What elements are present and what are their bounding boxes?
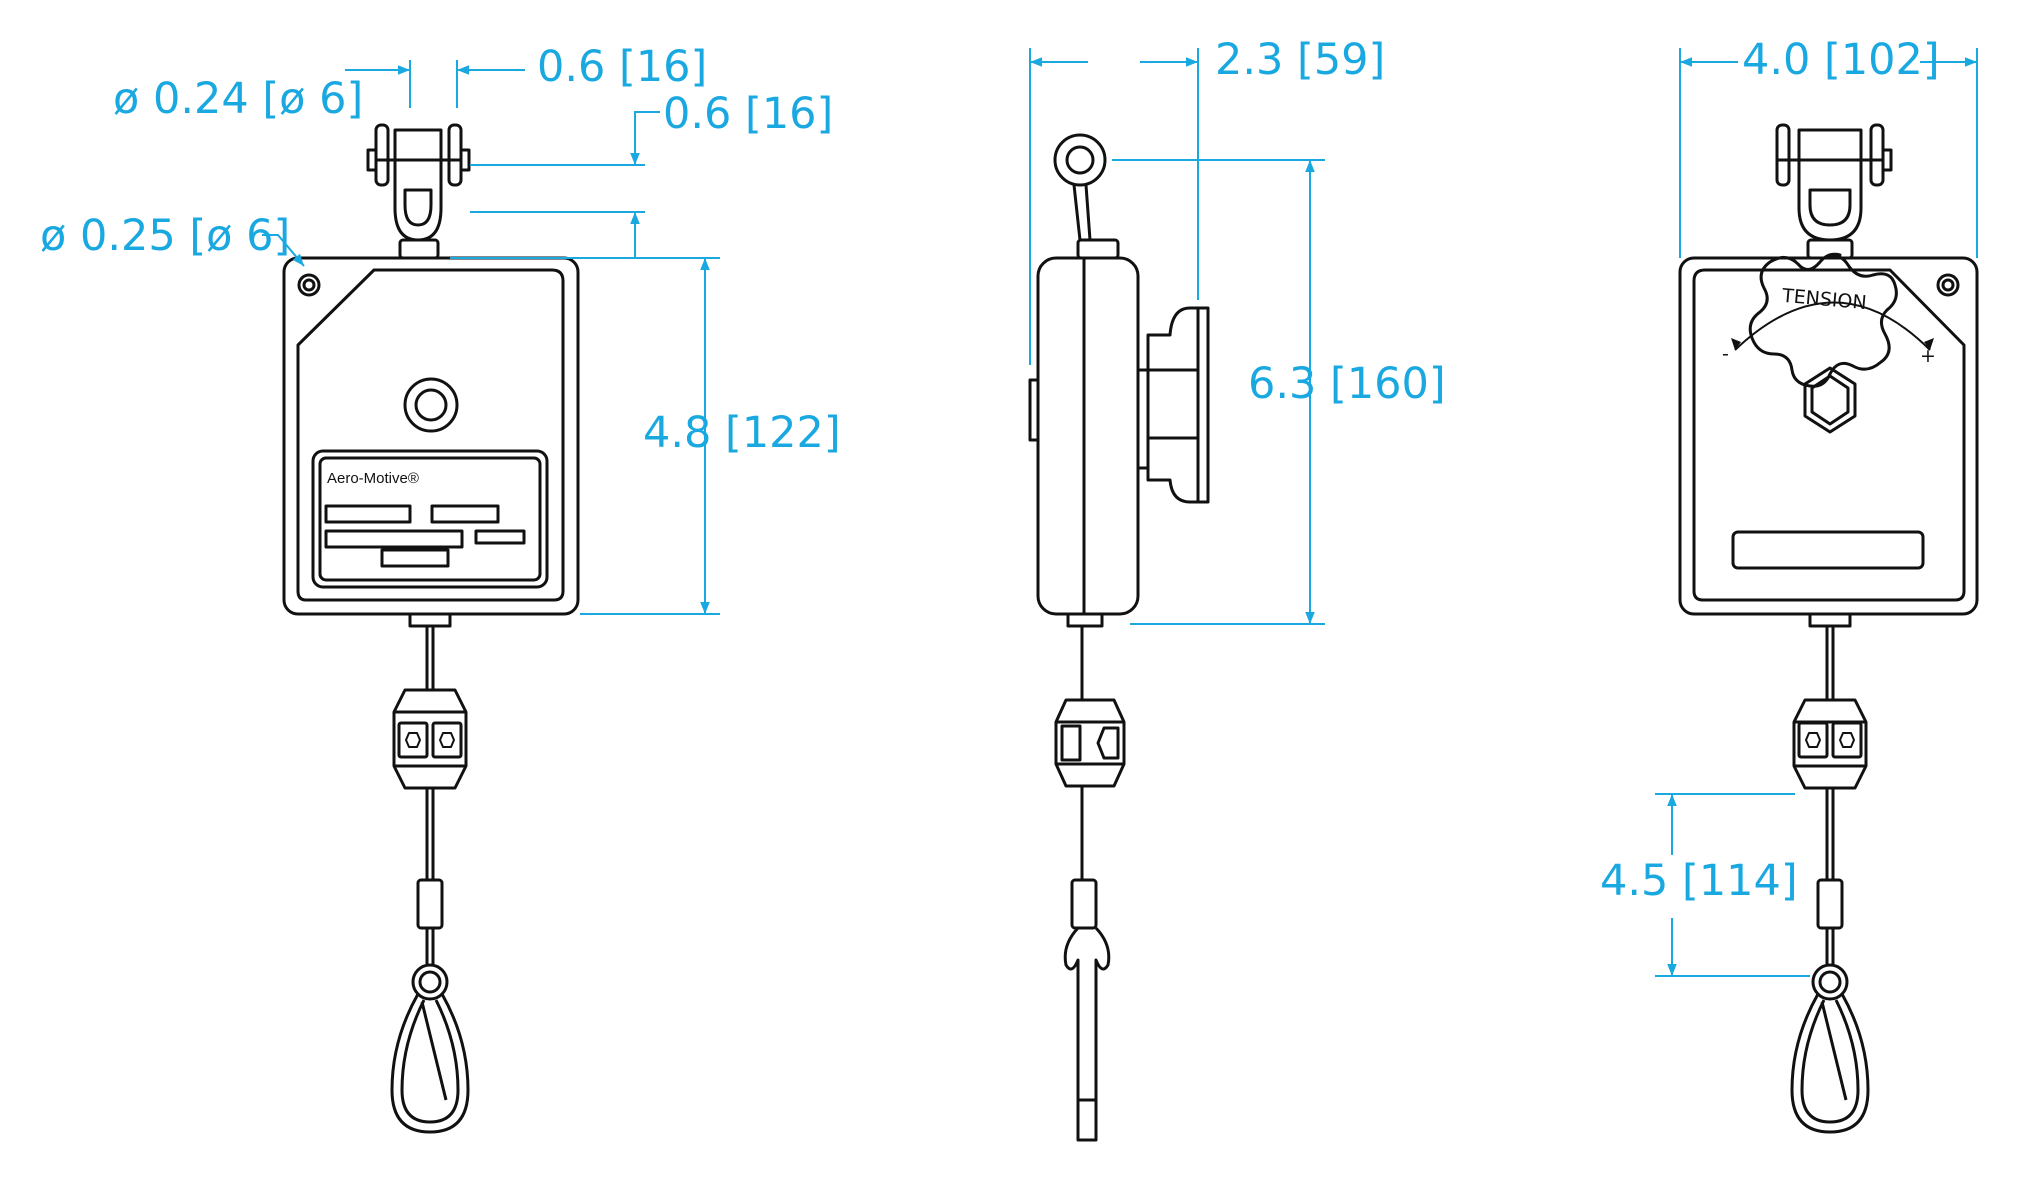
- front-view: [282, 123, 580, 1134]
- rear-mount-hole: [1936, 273, 1960, 297]
- rear-snap-hook: [1790, 963, 1870, 1134]
- front-shackle: [366, 123, 471, 260]
- side-housing: [1036, 256, 1140, 616]
- cable-stop: [392, 688, 468, 790]
- front-dimension-lines: [262, 60, 720, 615]
- overall-height-label: 6.3 [160]: [1248, 359, 1446, 409]
- width-label: 4.0 [102]: [1742, 35, 1940, 85]
- depth-label: 2.3 [59]: [1215, 35, 1385, 85]
- tension-knob: [1748, 252, 1898, 434]
- snap-hook: [390, 963, 470, 1134]
- mount-hole: [297, 273, 321, 297]
- side-dimension-lines: [1029, 48, 1325, 625]
- tension-arc: [1734, 301, 1931, 351]
- rear-dimension-lines: [1655, 48, 1978, 977]
- side-eyebolt: [1053, 133, 1107, 187]
- side-cable-stop: [1054, 698, 1126, 788]
- label-plate: [311, 449, 549, 589]
- side-tension-knob: [1146, 306, 1200, 504]
- tension-minus-label: -: [1722, 343, 1729, 365]
- front-housing: [282, 256, 580, 628]
- travel-label: 4.5 [114]: [1600, 856, 1798, 906]
- shackle-height-label: 0.6 [16]: [663, 89, 833, 139]
- brand-label: Aero-Motive®: [327, 470, 419, 487]
- center-bolt: [403, 377, 459, 433]
- rear-label-slot: [1731, 530, 1925, 570]
- rear-shackle: [1775, 123, 1893, 260]
- body-height-label: 4.8 [122]: [643, 408, 841, 458]
- shackle-width-label: 0.6 [16]: [537, 42, 707, 92]
- tension-plus-label: +: [1920, 345, 1936, 367]
- rear-cable-stop: [1792, 698, 1868, 790]
- hole-diameter-label: ø 0.25 [ø 6]: [40, 211, 290, 261]
- ferrule: [416, 878, 444, 930]
- rear-view: [1678, 123, 1979, 1134]
- pin-diameter-label: ø 0.24 [ø 6]: [113, 74, 363, 124]
- side-view: [1028, 133, 1210, 1142]
